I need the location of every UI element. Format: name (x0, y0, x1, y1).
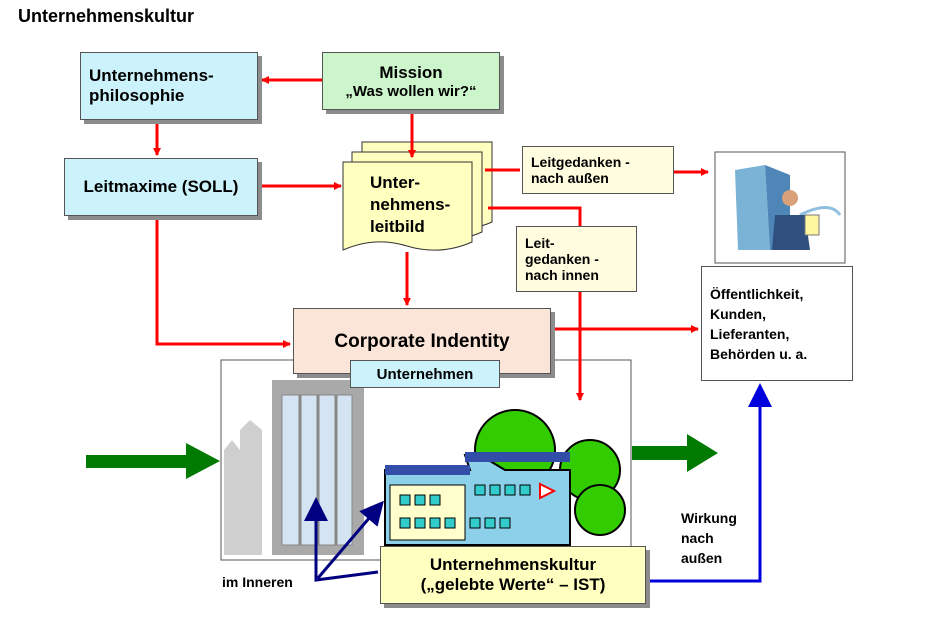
kultur-line2: („gelebte Werte“ – IST) (420, 575, 606, 594)
leitbild-line1: Unter- (370, 173, 421, 192)
gedanken-innen-line2: gedanken - (525, 251, 599, 267)
box-leitgedanken-aussen: Leitgedanken - nach außen (522, 146, 674, 194)
gedanken-innen-line3: nach innen (525, 267, 599, 283)
mission-title: Mission (379, 62, 443, 82)
oeff-line3: Lieferanten, (710, 325, 790, 342)
company-illustration (220, 359, 632, 561)
green-arrow-output (632, 434, 718, 472)
gedanken-innen-line1: Leit- (525, 235, 555, 251)
gedanken-aussen-line1: Leitgedanken - (531, 154, 630, 170)
box-unternehmenskultur: Unternehmenskultur („gelebte Werte“ – IS… (380, 546, 646, 604)
arrow-inneren-to-factory (316, 500, 384, 579)
oeff-line1: Öffentlichkeit, (710, 285, 804, 302)
page-title: Unternehmenskultur (18, 6, 195, 26)
label-im-inneren: im Inneren (222, 574, 293, 590)
arrow-kultur-to-inneren (304, 497, 379, 582)
leitbild-label: Unter- nehmens- leitbild (370, 172, 450, 238)
box-leitmaxime: Leitmaxime (SOLL) (64, 158, 258, 216)
oeff-line2: Kunden, (710, 305, 766, 322)
gedanken-aussen-line2: nach außen (531, 170, 609, 186)
green-arrow-input (86, 443, 220, 479)
wirkung-line2: nach (681, 530, 714, 546)
box-mission: Mission „Was wollen wir?“ (322, 52, 500, 110)
box-oeffentlichkeit: Öffentlichkeit, Kunden, Lieferanten, Beh… (701, 266, 853, 381)
oeff-line4: Behörden u. a. (710, 345, 808, 362)
philosophie-line1: Unternehmens- (89, 66, 214, 85)
businessman-illustration (714, 151, 846, 264)
arrow-wirkung-nach-aussen (646, 383, 772, 583)
wirkung-line1: Wirkung (681, 510, 737, 526)
box-unternehmen: Unternehmen (350, 360, 500, 388)
philosophie-line2: philosophie (89, 86, 185, 105)
kultur-line1: Unternehmenskultur (429, 555, 597, 574)
mission-subtitle: „Was wollen wir?“ (345, 82, 477, 100)
leitbild-document-stack (342, 141, 493, 251)
label-wirkung-nach-aussen: Wirkung nach außen (681, 508, 737, 568)
box-unternehmensphilosophie: Unternehmens- philosophie (80, 52, 258, 120)
leitbild-line2: nehmens- (370, 195, 451, 214)
wirkung-line3: außen (681, 550, 723, 566)
arrow-leitbild-to-company (488, 206, 584, 401)
arrow-leitmaxime-to-ci (155, 216, 291, 348)
leitbild-line3: leitbild (370, 217, 425, 236)
box-leitgedanken-innen: Leit- gedanken - nach innen (516, 226, 637, 292)
